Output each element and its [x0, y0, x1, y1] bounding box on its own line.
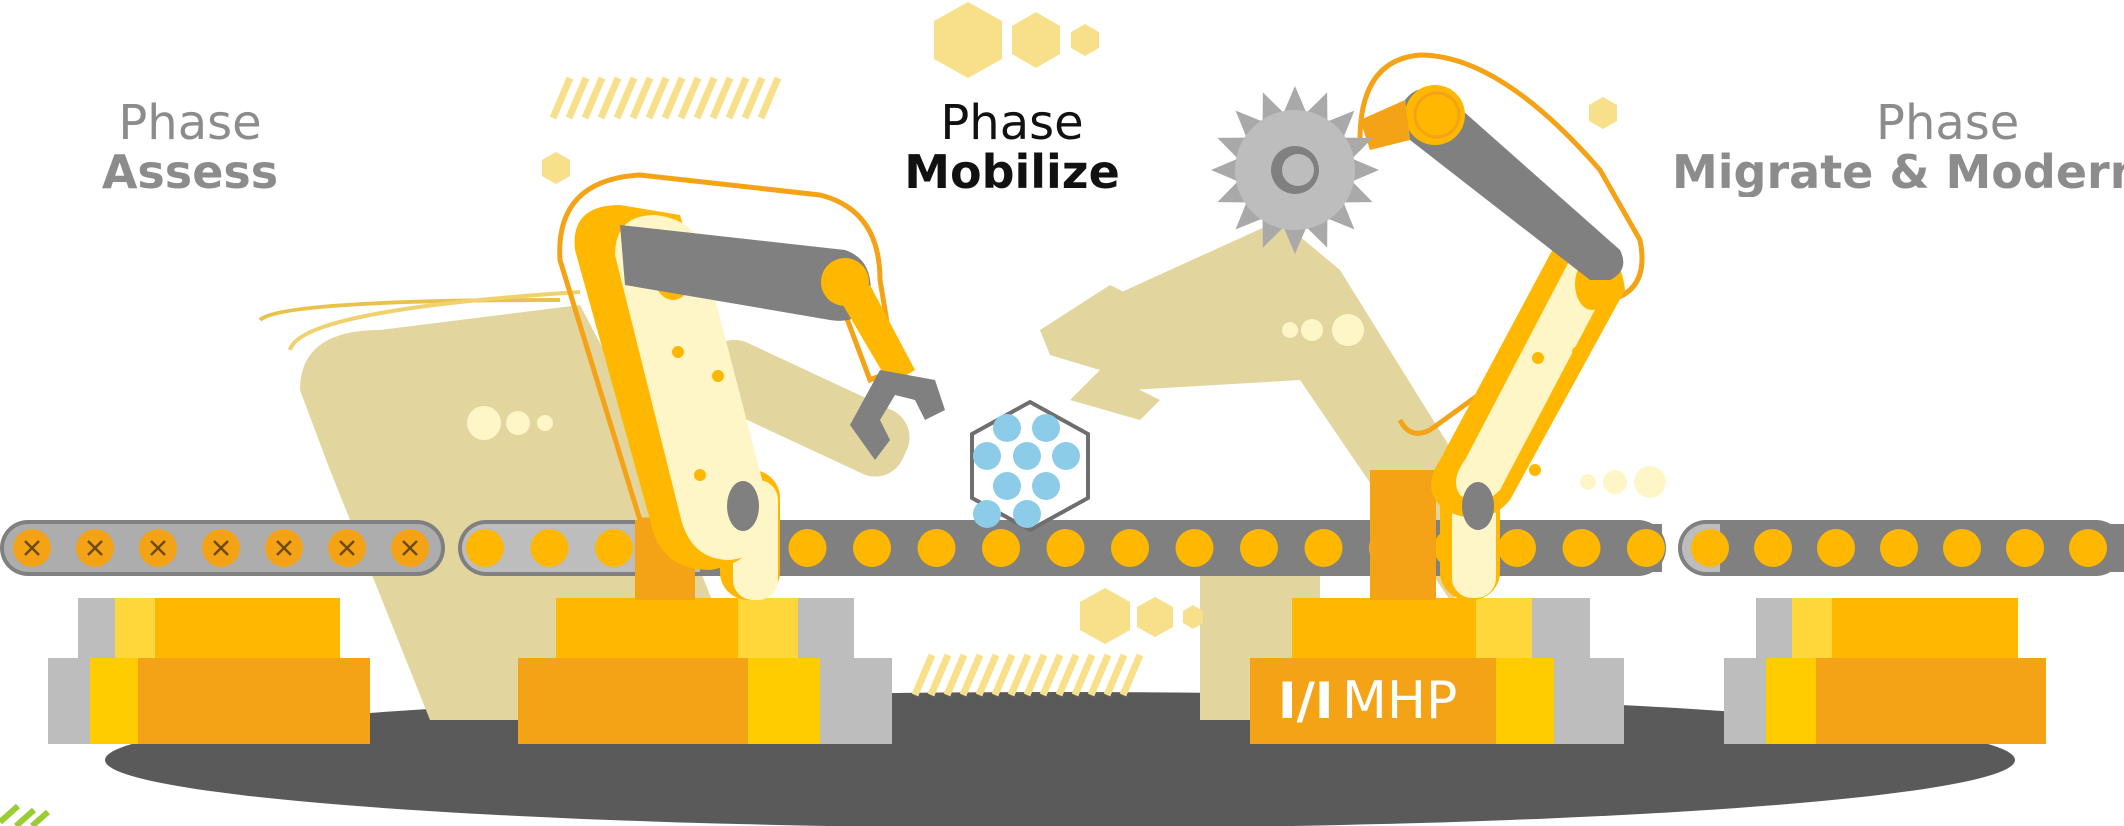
cross-mark: [213, 540, 229, 556]
base-machine-mobilize-right: [1250, 598, 1624, 744]
molecule-dot: [1032, 414, 1060, 442]
molecule-dot: [973, 442, 1001, 470]
molecule-dot: [1013, 500, 1041, 528]
cross-mark: [276, 540, 292, 556]
mhp-logo-text: MHP: [1342, 671, 1457, 731]
decor-hatch-bottom: [911, 653, 1144, 697]
molecule-dot: [1032, 472, 1060, 500]
gear-tooth: [1235, 202, 1263, 230]
conveyor-roller: [1304, 529, 1343, 567]
conveyor-roller: [788, 529, 827, 567]
molecule-dot: [993, 472, 1021, 500]
corner-hatch: [0, 803, 50, 826]
decor-hexagons-bottom: [1080, 588, 1203, 644]
conveyor-roller: [595, 529, 633, 567]
mhp-logo-mark: I/I: [1278, 672, 1333, 730]
conveyor-roller: [1880, 529, 1918, 567]
conveyor-roller: [1046, 529, 1085, 567]
conveyor-roller: [1240, 529, 1278, 567]
molecule-dot: [973, 500, 1001, 528]
conveyor-roller: [1817, 529, 1855, 567]
gear-tooth: [1327, 202, 1355, 230]
gear-icon: [1211, 86, 1379, 254]
conveyor-roller: [2069, 529, 2107, 567]
phase-label-mobilize: Phase Mobilize: [862, 98, 1162, 197]
cross-mark: [402, 540, 418, 556]
conveyor-roller: [1175, 529, 1214, 567]
robot-arm-right: [1357, 52, 1645, 600]
gripper-icon: [850, 370, 945, 460]
gear-tooth: [1235, 110, 1263, 138]
phase-label-assess: Phase Assess: [90, 98, 290, 197]
conveyor-roller: [530, 529, 569, 567]
phase-label-name: Mobilize: [904, 145, 1120, 200]
phase-label-migrate: Phase Migrate & Modern: [1672, 98, 2124, 197]
phase-label-name: Migrate & Modern: [1672, 145, 2124, 197]
conveyor-roller: [1111, 529, 1149, 567]
phase-label-name: Assess: [101, 145, 279, 200]
conveyor-roller: [2006, 529, 2044, 567]
gear-tooth: [1283, 86, 1307, 114]
phase-label-line1: Phase: [940, 95, 1084, 151]
decor-hexagons-top: [542, 2, 1617, 184]
base-machine-migrate: [1724, 598, 2046, 744]
molecule-dot: [1052, 442, 1080, 470]
phase-label-line1: Phase: [118, 95, 262, 151]
conveyor-roller: [853, 529, 891, 567]
phase-label-line1: Phase: [1876, 98, 2020, 151]
cross-mark: [150, 540, 166, 556]
conveyor-roller: [917, 529, 956, 567]
conveyor-roller: [1691, 529, 1729, 567]
conveyor-roller: [1943, 529, 1981, 567]
molecule-dot: [1013, 442, 1041, 470]
conveyor-roller: [1754, 529, 1792, 567]
molecule-hexagon-icon: [970, 399, 1090, 533]
conveyor-roller: [1627, 529, 1665, 567]
conveyor-roller: [982, 529, 1020, 567]
cross-mark: [87, 540, 103, 556]
conveyor-roller: [1498, 529, 1536, 567]
mhp-logo: I/I MHP: [1278, 671, 1457, 731]
conveyor-roller: [466, 529, 504, 567]
molecule-dot: [993, 414, 1021, 442]
gear-tooth: [1351, 158, 1379, 182]
robot-arm-left: [557, 172, 915, 600]
base-machine-assess: [48, 598, 370, 744]
gear-tooth: [1283, 226, 1307, 254]
decor-hatch-top: [549, 76, 782, 120]
gear-tooth: [1327, 110, 1355, 138]
gear-tooth: [1211, 158, 1239, 182]
cross-mark: [24, 540, 40, 556]
conveyor-roller: [1562, 529, 1601, 567]
base-machine-mobilize: [518, 598, 892, 744]
cross-mark: [339, 540, 355, 556]
